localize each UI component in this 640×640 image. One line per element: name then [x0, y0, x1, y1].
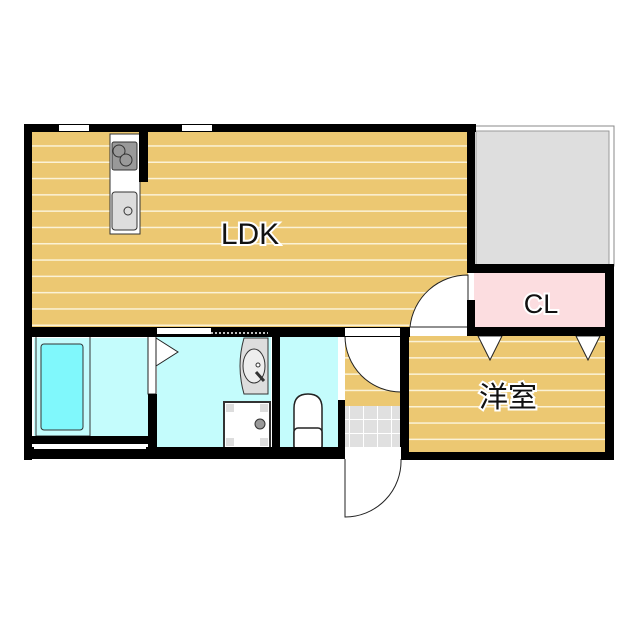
- hallway-door-swing: [344, 335, 402, 393]
- walls: [24, 124, 614, 460]
- washing-machine-pan: [223, 401, 271, 449]
- balcony: [469, 125, 615, 267]
- room-label-western-room: 洋室: [479, 381, 537, 414]
- bath-door-frame: [147, 335, 157, 395]
- opening: [345, 328, 400, 336]
- ldk-door-swing: [409, 274, 469, 328]
- western-room-floor: [408, 336, 605, 452]
- window: [157, 328, 211, 334]
- kitchen-counter: [109, 133, 141, 235]
- ldk-floor: [31, 131, 468, 327]
- washbasin: [239, 337, 269, 395]
- toilet: [293, 393, 323, 451]
- window: [182, 125, 212, 131]
- room-label-ldk: LDK: [221, 218, 279, 251]
- room-label-closet: CL: [524, 289, 559, 319]
- entrance-door: [344, 447, 402, 518]
- window: [59, 125, 89, 131]
- entrance-tile: [345, 406, 401, 448]
- bathtub: [40, 343, 84, 431]
- window: [34, 445, 146, 449]
- closet-floor: [474, 272, 605, 330]
